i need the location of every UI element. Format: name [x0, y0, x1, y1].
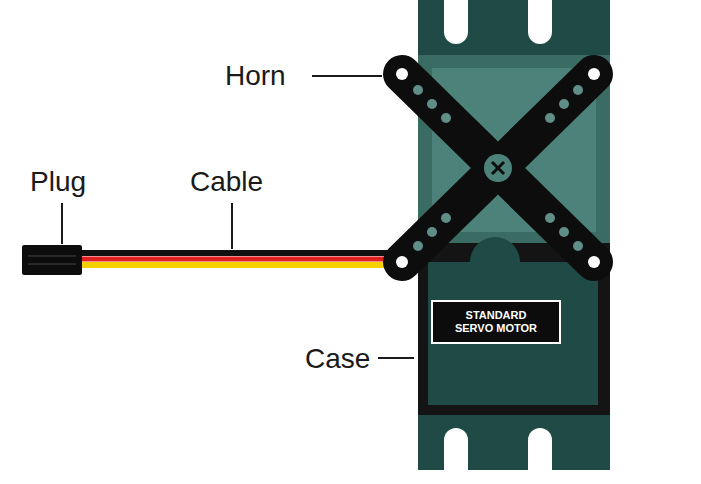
case-label-text: STANDARD SERVO MOTOR	[446, 309, 546, 334]
part-label: Case	[305, 345, 370, 373]
case-label-box: STANDARD SERVO MOTOR	[431, 300, 561, 344]
cable-wire-yellow	[82, 262, 402, 268]
cable-wire-red	[82, 257, 402, 262]
leader-line	[312, 75, 382, 77]
part-label: Horn	[225, 62, 286, 90]
horn	[396, 68, 600, 268]
plug	[22, 245, 82, 275]
leader-line	[378, 357, 414, 359]
mounting-slot	[444, 428, 468, 484]
cable-wire-black	[82, 250, 402, 256]
part-label: Plug	[30, 168, 86, 196]
part-label: Cable	[190, 168, 263, 196]
plug-detail	[28, 264, 76, 265]
leader-line	[231, 203, 233, 249]
leader-line	[61, 203, 63, 244]
mounting-slot	[444, 0, 468, 44]
mounting-slot	[528, 0, 552, 44]
plug-detail	[28, 256, 76, 257]
mounting-slot	[528, 428, 552, 484]
